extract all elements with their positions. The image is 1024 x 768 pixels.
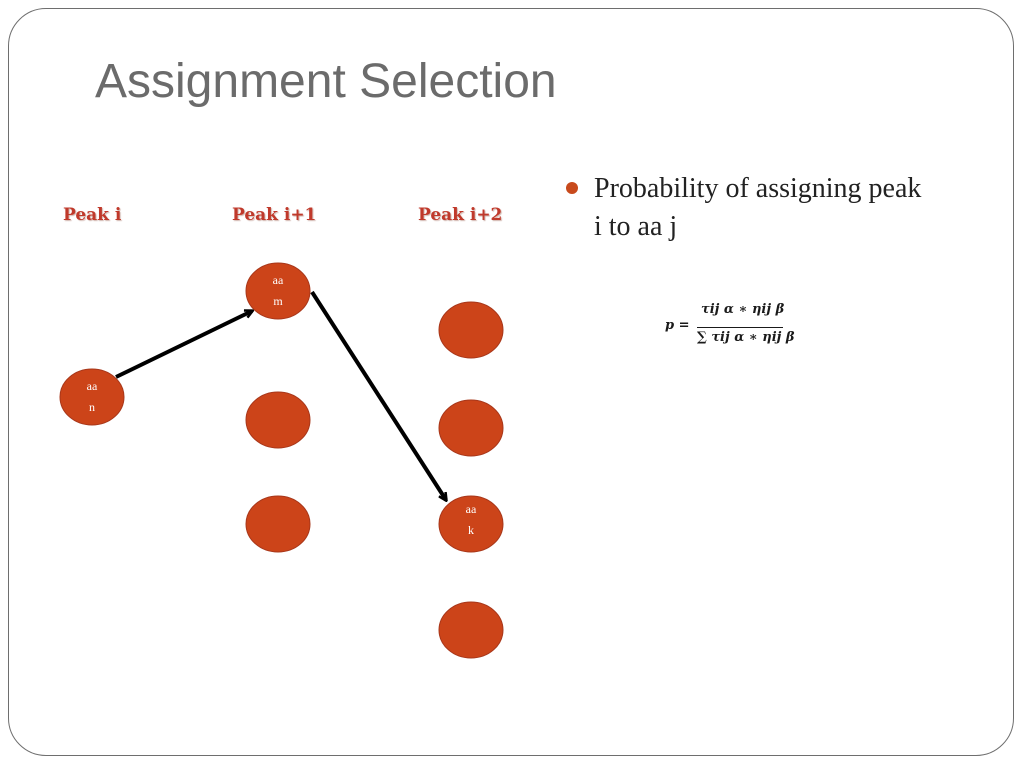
node-aa-m <box>245 262 311 320</box>
node-col2-2 <box>245 391 311 449</box>
column-label-peak-i-plus-1: Peak i+1 <box>232 205 317 225</box>
node-aa-k <box>438 495 504 553</box>
formula-lhs: p = <box>665 318 690 333</box>
slide-frame <box>8 8 1014 756</box>
formula-numerator: τij α ∗ ηij β <box>701 302 785 317</box>
node-col2-3 <box>245 495 311 553</box>
column-label-peak-i-plus-2: Peak i+2 <box>418 205 503 225</box>
formula-denominator: ∑ τij α ∗ ηij β <box>697 330 795 345</box>
bullet-text: Probability of assigning peak i to aa j <box>594 173 922 242</box>
bullet-icon <box>566 182 578 194</box>
arrow-m-to-k <box>310 290 446 500</box>
node-col3-1 <box>438 301 504 359</box>
formula-fraction-bar <box>697 327 783 328</box>
arrow-n-to-m <box>115 309 252 379</box>
node-col3-4 <box>438 601 504 659</box>
node-aa-n <box>59 368 125 426</box>
node-col3-2 <box>438 399 504 457</box>
slide-title: Assignment Selection <box>95 55 557 108</box>
column-label-peak-i: Peak i <box>63 205 122 225</box>
